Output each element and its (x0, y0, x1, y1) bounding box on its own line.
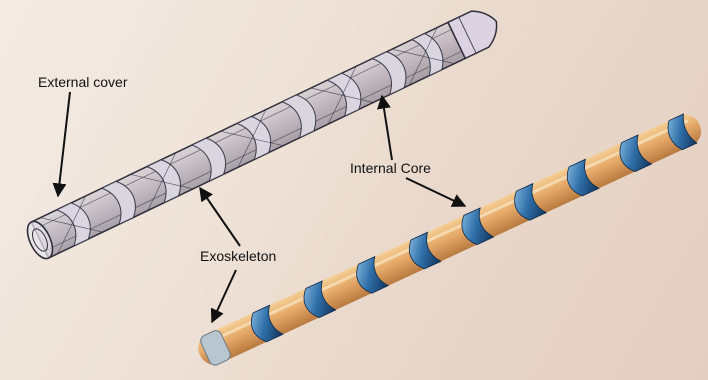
arrow-exoskeleton-upper (200, 188, 240, 246)
exoskeleton-label: Exoskeleton (200, 248, 276, 264)
external-cover-tube (22, 3, 505, 262)
external-cover-label: External cover (38, 74, 127, 90)
arrow-external-cover (58, 92, 70, 196)
core-exoskeleton-blades (246, 114, 697, 345)
arrow-internal-core-lower (406, 178, 465, 206)
internal-core-label: Internal Core (350, 160, 431, 176)
arrow-internal-core-upper (382, 96, 392, 160)
arrow-exoskeleton-lower (212, 270, 236, 322)
